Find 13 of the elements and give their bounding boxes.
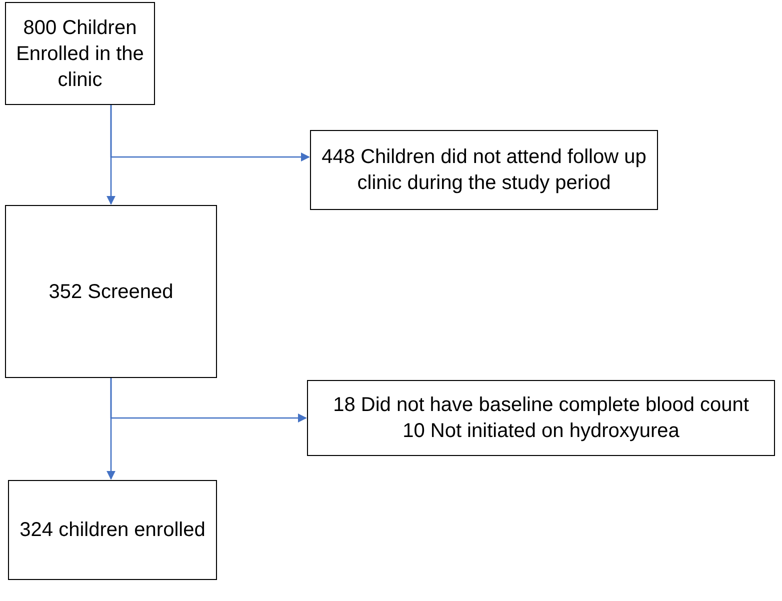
box-text: 18 Did not have baseline complete blood count <box>333 393 749 418</box>
box-text: 352 Screened <box>48 280 174 304</box>
flow-box <box>5 2 155 105</box>
box-text: 10 Not initiated on hydroxyurea <box>402 419 680 444</box>
arrow <box>106 378 116 480</box>
flow-box <box>5 205 217 378</box>
flow-box <box>310 130 658 210</box>
arrow <box>106 105 116 205</box>
flow-box <box>8 480 217 580</box>
box-text: 448 Children did not attend follow up clinic during the study period <box>320 145 648 196</box>
box-text: 800 Children Enrolled in the clinic <box>15 16 145 92</box>
box-text: 324 children enrolled <box>20 518 206 543</box>
flow-box <box>307 380 775 456</box>
